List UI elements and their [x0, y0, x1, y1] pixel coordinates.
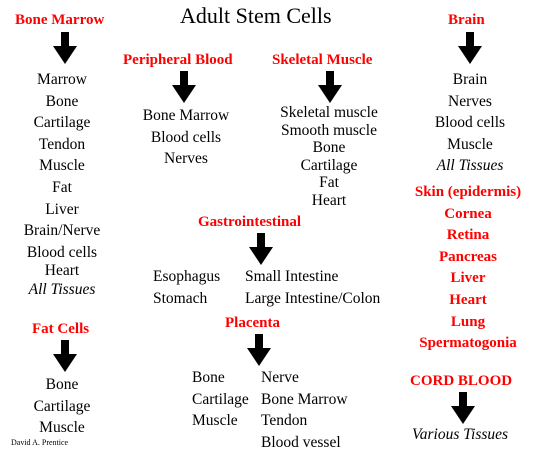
list-item: Blood cells: [150, 128, 222, 146]
list-item: Bone: [45, 376, 79, 393]
list-item: Blood vessel: [261, 433, 341, 451]
list-item: Skeletal muscle: [280, 104, 378, 121]
list-item: Lung: [450, 313, 486, 330]
list-item: Cartilage: [192, 390, 249, 408]
list-item: Pancreas: [438, 248, 498, 265]
list-item: Retina: [446, 227, 490, 244]
skeletal-muscle-down-arrow-icon: [318, 71, 342, 103]
list-item: Heart: [44, 262, 80, 280]
skeletal-muscle-list: Skeletal muscle Smooth muscle Bone Carti…: [264, 104, 394, 209]
list-item: Marrow: [37, 71, 87, 88]
bone-marrow-list: Marrow Bone Cartilage Tendon Muscle Fat …: [2, 69, 122, 302]
fat-cells-down-arrow-icon: [53, 340, 77, 372]
list-item: Cornea: [444, 205, 492, 222]
gastrointestinal-left-list: Esophagus Stomach: [153, 266, 220, 309]
list-item: Brain/Nerve: [23, 222, 101, 240]
fat-cells-heading: Fat Cells: [32, 321, 90, 337]
list-item: Muscle: [39, 419, 85, 437]
list-item: Fat: [52, 178, 72, 196]
skeletal-muscle-heading: Skeletal Muscle: [272, 52, 373, 68]
list-item: Cartilage: [33, 114, 91, 132]
list-item: Smooth muscle: [280, 121, 377, 139]
list-item: Cartilage: [300, 156, 358, 174]
peripheral-blood-heading: Peripheral Blood: [123, 52, 233, 68]
list-item: Brain: [452, 71, 488, 88]
list-item: Bone: [45, 92, 79, 110]
list-item: Muscle: [192, 412, 238, 430]
list-item: Esophagus: [153, 268, 221, 285]
list-item: Tendon: [261, 412, 308, 430]
placenta-heading: Placenta: [225, 315, 280, 331]
various-tissues-label: Various Tissues: [412, 426, 509, 443]
list-item: Liver: [450, 270, 486, 287]
list-item: Heart: [449, 291, 487, 308]
list-item: Muscle: [447, 135, 493, 153]
list-item: Bone Marrow: [142, 107, 230, 124]
list-item: Blood cells: [26, 243, 98, 261]
fat-cells-list: Bone Cartilage Muscle: [2, 374, 122, 439]
brain-down-arrow-icon: [458, 32, 482, 64]
brain-heading: Brain: [448, 12, 485, 28]
page-title: Adult Stem Cells: [180, 3, 332, 28]
peripheral-blood-down-arrow-icon: [172, 71, 196, 103]
skin-list: Skin (epidermis) Cornea Retina Pancreas …: [398, 182, 538, 355]
skin-heading: Skin (epidermis): [414, 184, 522, 200]
list-item: Blood cells: [434, 114, 506, 132]
cord-blood-down-arrow-icon: [451, 392, 475, 424]
list-item: Muscle: [39, 157, 85, 175]
gastrointestinal-right-list: Small Intestine Large Intestine/Colon: [245, 266, 380, 309]
list-item: Liver: [45, 200, 79, 218]
placenta-right-list: Nerve Bone Marrow Tendon Blood vessel: [261, 367, 348, 453]
list-item: Nerves: [448, 92, 492, 110]
list-item-all-tissues: All Tissues: [436, 157, 504, 175]
list-item: Nerve: [261, 369, 299, 386]
list-item: Stomach: [153, 289, 208, 307]
placenta-down-arrow-icon: [247, 334, 271, 366]
bone-marrow-heading: Bone Marrow: [15, 12, 105, 28]
list-item: Tendon: [38, 135, 86, 153]
bone-marrow-down-arrow-icon: [53, 32, 77, 64]
cord-blood-heading: CORD BLOOD: [410, 373, 513, 389]
list-item: Bone: [192, 369, 225, 386]
list-item: Spermatogonia: [419, 335, 517, 352]
gastrointestinal-down-arrow-icon: [249, 233, 273, 265]
list-item-all-tissues: All Tissues: [28, 281, 96, 299]
list-item: Fat: [319, 174, 339, 191]
peripheral-blood-list: Bone Marrow Blood cells Nerves: [126, 105, 246, 170]
list-item: Heart: [311, 191, 347, 209]
list-item: Bone: [312, 139, 346, 156]
list-item: Nerves: [164, 150, 208, 168]
author-credit: David A. Prentice: [11, 438, 69, 447]
list-item: Cartilage: [33, 397, 91, 415]
gastrointestinal-heading: Gastrointestinal: [198, 214, 302, 230]
list-item: Large Intestine/Colon: [245, 289, 381, 307]
brain-list: Brain Nerves Blood cells Muscle All Tiss…: [410, 69, 530, 177]
placenta-left-list: Bone Cartilage Muscle: [192, 367, 249, 432]
list-item: Bone Marrow: [261, 390, 348, 408]
list-item: Small Intestine: [245, 268, 339, 285]
